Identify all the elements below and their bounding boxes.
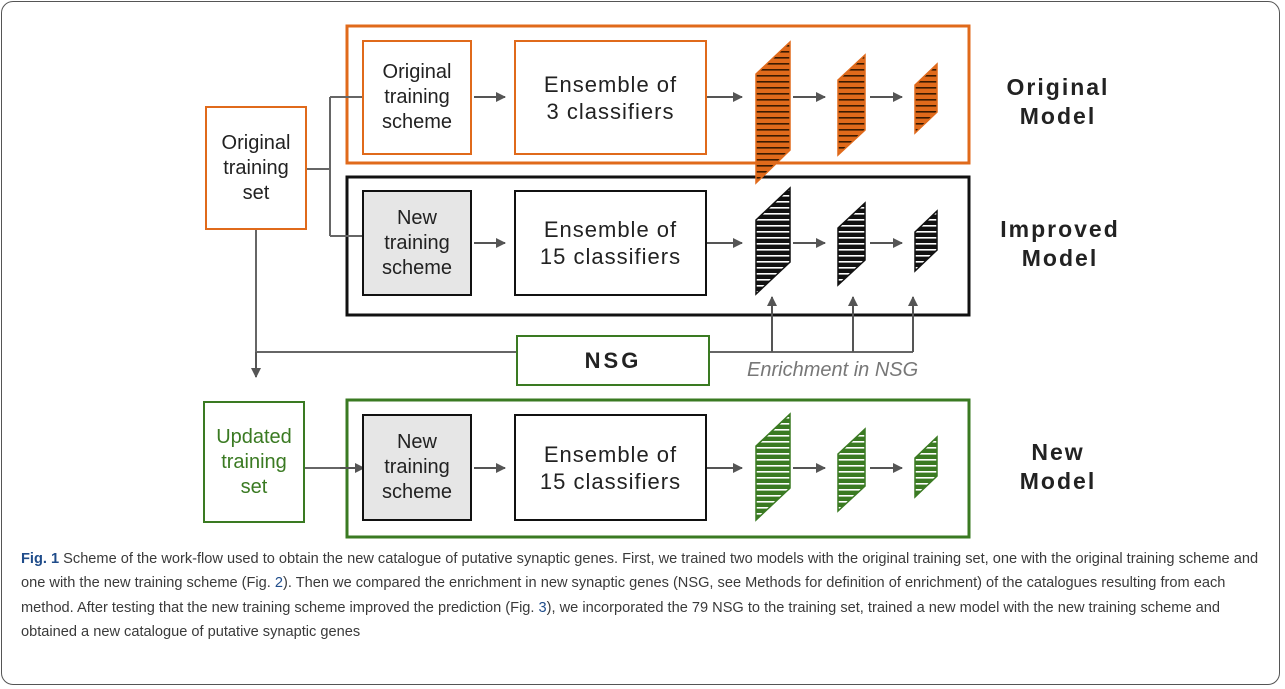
- fig-2-link[interactable]: 2: [274, 575, 284, 592]
- connector-lines: [255, 96, 913, 469]
- new-training-scheme-box: New training scheme: [362, 414, 472, 521]
- original-training-set-box: Original training set: [205, 106, 307, 230]
- catalogue-small-original: [914, 62, 938, 135]
- catalogue-large-new: [755, 412, 791, 522]
- catalogue-large-original: [755, 40, 791, 185]
- original-ensemble-box: Ensemble of 3 classifiers: [514, 40, 707, 155]
- catalogue-medium-original: [837, 53, 866, 157]
- improved-model-frame: [345, 175, 971, 317]
- caption-text-3: ), we incorporated the 79 NSG to the tra…: [21, 599, 1220, 641]
- catalogue-small-new: [914, 435, 938, 499]
- fig-3-link[interactable]: 3: [538, 599, 547, 616]
- nsg-box: NSG: [516, 335, 710, 386]
- improved-training-scheme-box: New training scheme: [362, 190, 472, 296]
- original-model-frame: [345, 24, 971, 165]
- catalogue-small-improved: [914, 209, 938, 273]
- improved-model-label: Improved Model: [1000, 216, 1120, 271]
- figure-number: Fig. 1: [21, 551, 60, 567]
- enrichment-in-nsg-label: Enrichment in NSG: [747, 359, 919, 381]
- catalogue-medium-new: [837, 427, 866, 513]
- original-model-label: Original Model: [1006, 74, 1110, 129]
- original-training-scheme-box: Original training scheme: [362, 40, 472, 155]
- new-ensemble-box: Ensemble of 15 classifiers: [514, 414, 707, 521]
- updated-training-set-box: Updated training set: [203, 401, 305, 523]
- caption-text-1: Scheme of the work-flow used to obtain t…: [21, 551, 1259, 592]
- caption-text-2: ). Then we compared the enrichment in ne…: [21, 575, 1226, 616]
- catalogue-medium-improved: [837, 201, 866, 287]
- new-model-label: New Model: [1019, 439, 1097, 494]
- workflow-diagram: [251, 24, 971, 539]
- catalogue-large-improved: [755, 186, 791, 296]
- figure-caption: Fig. 1 Scheme of the work-flow used to o…: [21, 547, 1266, 645]
- improved-ensemble-box: Ensemble of 15 classifiers: [514, 190, 707, 296]
